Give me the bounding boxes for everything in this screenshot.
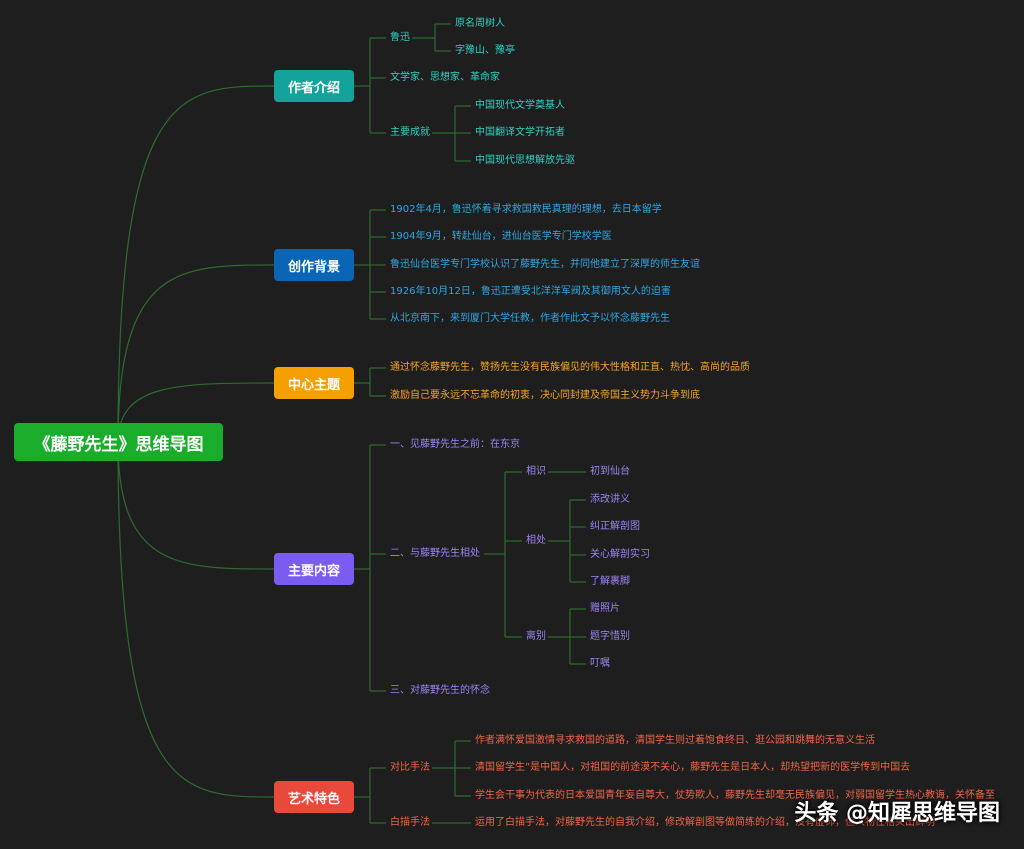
node-background-3[interactable]: 鲁迅仙台医学专门学校认识了藤野先生，并同他建立了深厚的师生友谊 xyxy=(390,259,700,270)
node-luxun[interactable]: 鲁迅 xyxy=(390,32,410,43)
node-achievement-3[interactable]: 中国现代思想解放先驱 xyxy=(475,155,575,166)
node-together-2[interactable]: 纠正解剖图 xyxy=(590,521,640,532)
node-achievement[interactable]: 主要成就 xyxy=(390,127,430,138)
link-author xyxy=(117,85,275,443)
node-courtesy-name[interactable]: 字豫山、豫亭 xyxy=(455,45,515,56)
node-contrast-2[interactable]: 清国留学生”是中国人，对祖国的前途漠不关心，藤野先生是日本人，却热望把新的医学传… xyxy=(475,762,911,773)
node-background-2[interactable]: 1904年9月，转赴仙台，进仙台医学专门学校学医 xyxy=(390,231,612,242)
node-background-5[interactable]: 从北京南下，来到厦门大学任教，作者作此文予以怀念藤野先生 xyxy=(390,313,670,324)
node-together-1[interactable]: 添改讲义 xyxy=(590,494,630,505)
link-content xyxy=(117,441,275,570)
node-content-part2[interactable]: 二、与藤野先生相处 xyxy=(390,548,480,559)
branch-author[interactable]: 作者介绍 xyxy=(274,70,354,102)
node-sketch[interactable]: 白描手法 xyxy=(390,817,430,828)
node-together-4[interactable]: 了解裹脚 xyxy=(590,576,630,587)
link-background xyxy=(117,264,275,443)
node-achievement-2[interactable]: 中国翻译文学开拓者 xyxy=(475,127,565,138)
node-identity[interactable]: 文学家、思想家、革命家 xyxy=(390,72,500,83)
node-meet[interactable]: 相识 xyxy=(526,466,546,477)
node-theme-1[interactable]: 通过怀念藤野先生，赞扬先生没有民族偏见的伟大性格和正直、热忱、高尚的品质 xyxy=(390,362,750,373)
watermark: 头条 @知犀思维导图 xyxy=(794,801,1000,826)
node-together[interactable]: 相处 xyxy=(526,535,546,546)
branch-theme[interactable]: 中心主题 xyxy=(274,367,354,399)
branch-art[interactable]: 艺术特色 xyxy=(274,781,354,813)
node-content-part1[interactable]: 一、见藤野先生之前：在东京 xyxy=(390,439,520,450)
node-background-4[interactable]: 1926年10月12日，鲁迅正遭受北洋洋军阀及其御用文人的迫害 xyxy=(390,286,671,297)
node-theme-2[interactable]: 激励自己要永远不忘革命的初衷，决心同封建及帝国主义势力斗争到底 xyxy=(390,390,700,401)
node-content-part3[interactable]: 三、对藤野先生的怀念 xyxy=(390,685,490,696)
node-part-2[interactable]: 题字惜别 xyxy=(590,631,630,642)
node-achievement-1[interactable]: 中国现代文学奠基人 xyxy=(475,100,565,111)
link-art xyxy=(117,441,275,798)
node-contrast-1[interactable]: 作者满怀爱国激情寻求救国的道路，清国学生则过着饱食终日、逛公园和跳舞的无意义生活 xyxy=(475,735,875,746)
node-together-3[interactable]: 关心解剖实习 xyxy=(590,549,650,560)
node-original-name[interactable]: 原名周树人 xyxy=(455,18,505,29)
node-sketch-1[interactable]: 运用了白描手法，对藤野先生的自我介绍，修改解剖图等做简练的介绍，没有虚饰，但人物… xyxy=(475,817,935,828)
node-part-1[interactable]: 赠照片 xyxy=(590,603,620,614)
root-node[interactable]: 《藤野先生》思维导图 xyxy=(14,423,223,461)
node-part-3[interactable]: 叮嘱 xyxy=(590,658,610,669)
node-contrast-3[interactable]: 学生会干事为代表的日本爱国青年妄自尊大，仗势欺人，藤野先生却毫无民族偏见，对弱国… xyxy=(475,790,995,801)
node-meet-1[interactable]: 初到仙台 xyxy=(590,466,630,477)
node-background-1[interactable]: 1902年4月，鲁迅怀着寻求救国救民真理的理想，去日本留学 xyxy=(390,204,662,215)
branch-background[interactable]: 创作背景 xyxy=(274,249,354,281)
branch-content[interactable]: 主要内容 xyxy=(274,553,354,585)
node-part[interactable]: 离别 xyxy=(526,631,546,642)
node-contrast[interactable]: 对比手法 xyxy=(390,762,430,773)
